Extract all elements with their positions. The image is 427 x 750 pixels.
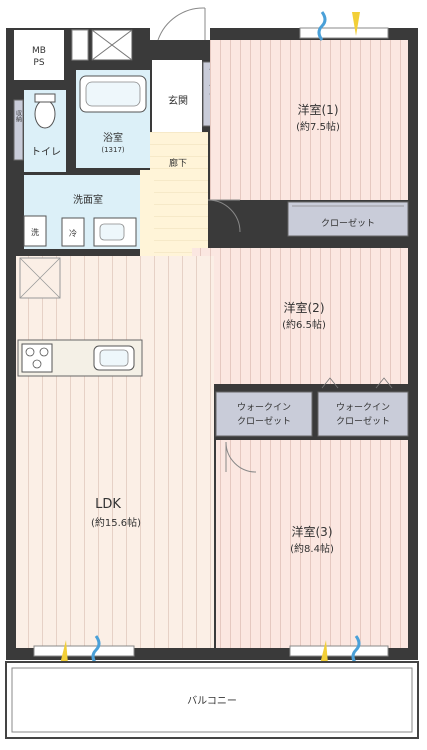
- fridge-label: 冷: [69, 228, 77, 238]
- hallway-label: 廊下: [169, 157, 187, 169]
- stove: [21, 343, 53, 373]
- western2-size: (約6.5帖): [282, 318, 326, 331]
- toilet-cabinet-label: 収納: [15, 110, 22, 123]
- toilet-cabinet: [13, 99, 24, 161]
- wic2-line2: クローゼット: [336, 415, 390, 427]
- closet1-label: クローゼット: [321, 217, 375, 229]
- room3-window: [289, 645, 389, 657]
- room1-window: [299, 27, 389, 39]
- balcony: [5, 661, 419, 739]
- western3-size: (約8.4帖): [290, 542, 334, 555]
- western-room-3: [216, 440, 408, 648]
- walkin-closet-1: [215, 391, 313, 437]
- wic1-line2: クローゼット: [237, 415, 291, 427]
- toilet-label: トイレ: [31, 147, 61, 158]
- western3-name: 洋室(3): [292, 524, 333, 539]
- western-room-2: [192, 248, 408, 384]
- genkan-floor: [152, 60, 202, 132]
- walkin-closet-2: [317, 391, 409, 437]
- ldk-size: (約15.6帖): [91, 516, 141, 529]
- mbps-label-2: PS: [33, 58, 44, 68]
- western2-name: 洋室(2): [284, 300, 325, 315]
- bath-size: (1317): [101, 146, 125, 154]
- washroom-label: 洗面室: [73, 193, 103, 206]
- hallway-floor: [150, 132, 208, 262]
- western1-size: (約7.5帖): [296, 120, 340, 133]
- genkan-label: 玄関: [168, 94, 188, 107]
- western1-name: 洋室(1): [298, 102, 339, 117]
- wic2-line1: ウォークイン: [336, 402, 390, 413]
- entrance-door-swing: [157, 7, 206, 41]
- entrance-door-area: [150, 0, 210, 40]
- wic1-line1: ウォークイン: [237, 402, 291, 413]
- ldk-name: LDK: [95, 497, 121, 512]
- ldk-window: [33, 645, 135, 657]
- air-flow-yellow-icon: [60, 640, 68, 664]
- western-room-1: [210, 40, 408, 200]
- air-flow-blue-icon: [91, 635, 101, 665]
- toilet-bowl: [34, 99, 56, 129]
- air-flow-blue-icon: [317, 11, 327, 41]
- washer-label: 洗: [31, 227, 39, 237]
- fridge-space: [61, 217, 85, 247]
- bath-label: 浴室: [103, 131, 123, 144]
- pipe-shaft: [71, 29, 89, 61]
- washer-space: [23, 215, 47, 247]
- closet-1: [287, 201, 409, 237]
- mbps-box: [14, 30, 64, 80]
- air-flow-yellow-icon: [352, 12, 360, 36]
- mbps-label-1: MB: [32, 46, 46, 56]
- air-flow-yellow-icon: [320, 640, 328, 664]
- air-flow-blue-icon: [351, 635, 361, 665]
- balcony-label: バルコニー: [187, 695, 237, 707]
- toilet-tank: [34, 93, 56, 103]
